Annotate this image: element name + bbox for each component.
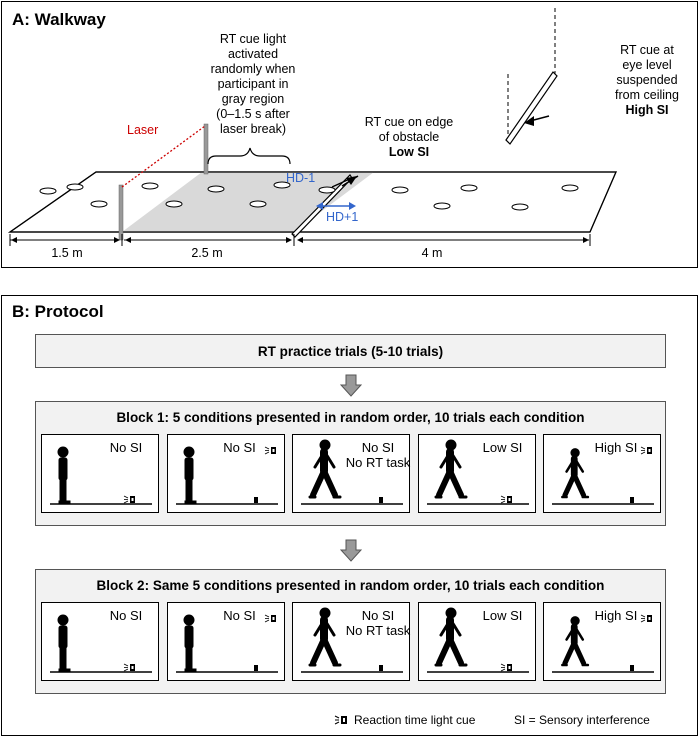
rt-cue-edge-label: RT cue on edge of obstacle Low SI [364,115,454,159]
condition-panel: No SI [166,434,285,513]
walking-figure-icon [434,607,467,667]
laser-beam [121,125,206,188]
low-si-pointer [341,175,359,187]
walking-figure-icon [308,607,342,667]
hd-minus-label: HD-1 [286,171,316,185]
rt-cue-gray-label: RT cue light activated randomly when par… [210,32,296,136]
legend-si-text: SI = Sensory interference [514,713,650,727]
condition-panel: Low SI [417,602,536,681]
laser-post-back [203,123,209,175]
condition-label: High SI [592,608,640,623]
panel-b-title: B: Protocol [12,302,104,321]
condition-label-line: No SI [109,608,143,623]
condition-label-line: No RT task [345,623,411,638]
block-2-title: Block 2: Same 5 conditions presented in … [96,578,605,593]
condition-label-line: Low SI [482,608,523,623]
obstacle-icon [379,497,383,503]
obstacle-icon [379,665,383,671]
condition-label-line: No SI [223,608,256,623]
condition-label-line: Low SI [482,440,523,455]
eye-level-cue-bar [505,71,558,145]
condition-panel: No SI [41,434,159,513]
cue-light-icon [640,614,652,623]
condition-panel: No SI [41,602,159,681]
condition-panel: No SI [166,602,285,681]
condition-panel: Low SI [417,434,536,513]
footprints [39,181,579,211]
legend-cue-icon [334,715,347,725]
distance-markers [9,234,591,246]
walkway-illustration [8,8,617,246]
condition-label: Low SI [471,440,535,455]
obstacle-icon [253,665,258,671]
condition-panel: High SI [543,434,661,513]
condition-label-line: No SI [361,440,395,455]
obstacle-icon [253,497,258,503]
laser-label: Laser [127,123,159,137]
condition-label: No SI [94,608,158,623]
rt-cue-eye-label: RT cue at eye level suspended from ceili… [615,43,679,117]
condition-label-line: No RT task [345,455,411,470]
condition-label: No SI [216,608,264,623]
panel-a-title: A: Walkway [12,10,106,29]
condition-label-line: No SI [361,608,395,623]
block-1-title: Block 1: 5 conditions presented in rando… [116,410,585,425]
condition-label-line: No SI [109,440,143,455]
cue-light-icon [640,446,652,455]
walking-figure-icon [561,616,590,667]
panel-protocol: B: Protocol RT practice trials (5-10 tri… [1,295,698,736]
block-1: Block 1: 5 conditions presented in rando… [35,401,666,526]
laser-post-front [118,184,124,241]
walking-figure-icon [561,448,590,499]
distance-2-label: 2.5 m [191,246,223,260]
cue-light-icon [264,446,276,455]
down-arrow-1 [340,374,362,397]
cue-light-icon [264,614,276,623]
condition-panel: High SI [543,602,661,681]
condition-label-line: High SI [594,440,638,455]
practice-box: RT practice trials (5-10 trials) [35,334,666,368]
condition-label-line: No SI [223,440,256,455]
cue-light-icon [500,495,512,504]
walking-figure-icon [308,439,342,499]
condition-label: High SI [592,440,640,455]
standing-figure-icon [183,446,196,505]
walking-figure-icon [434,439,467,499]
obstacle-icon [630,497,634,503]
distance-1-label: 1.5 m [51,246,83,260]
cue-light-icon [123,663,135,672]
panel-walkway: A: Walkway [1,1,698,268]
down-arrow-2 [340,539,362,562]
condition-label-line: High SI [594,608,638,623]
obstacle-icon [630,665,634,671]
condition-label: No SI [94,440,158,455]
legend-cue-text: Reaction time light cue [354,713,476,727]
standing-figure-icon [57,614,71,673]
condition-label: No SI [216,440,264,455]
block-2: Block 2: Same 5 conditions presented in … [35,569,666,694]
gray-region-bracket [207,147,291,165]
distance-3-label: 4 m [421,246,443,260]
hd-plus-label: HD+1 [326,210,359,224]
practice-label: RT practice trials (5-10 trials) [257,344,444,359]
cue-light-icon [123,495,135,504]
standing-figure-icon [57,446,71,505]
cue-light-icon [500,663,512,672]
condition-label: Low SI [471,608,535,623]
standing-figure-icon [183,614,196,673]
